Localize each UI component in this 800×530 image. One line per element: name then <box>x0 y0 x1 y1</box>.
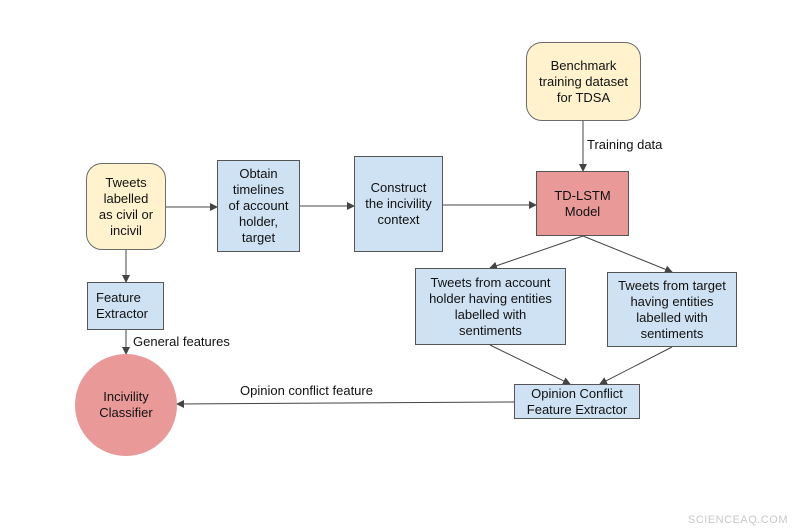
arrow-tdlstm-to-target <box>582 235 673 274</box>
training-data-label: Training data <box>587 137 663 152</box>
benchmark-dataset-node: Benchmark training dataset for TDSA <box>526 42 641 121</box>
obtain-timelines-node: Obtain timelines of account holder, targ… <box>217 160 300 252</box>
incivility-classifier-node: Incivility Classifier <box>75 354 177 456</box>
watermark: SCIENCEAQ.COM <box>687 514 788 526</box>
arrow-tdlstm-to-account <box>489 235 584 270</box>
target-tweets-node: Tweets from target having entities label… <box>607 272 737 347</box>
tweets-labelled-node: Tweets labelled as civil or incivil <box>86 163 166 250</box>
td-lstm-model-node: TD-LSTM Model <box>536 171 629 236</box>
account-holder-tweets-node: Tweets from account holder having entiti… <box>415 268 566 345</box>
arrow-target-to-opinion <box>599 346 673 385</box>
opinion-conflict-feature-label: Opinion conflict feature <box>240 383 373 398</box>
arrow-opinion-to-classifier <box>176 399 515 408</box>
construct-context-node: Construct the incivility context <box>354 156 443 252</box>
feature-extractor-node: Feature Extractor <box>87 282 164 330</box>
general-features-label: General features <box>133 334 230 349</box>
arrow-account-to-opinion <box>489 344 571 385</box>
opinion-conflict-extractor-node: Opinion Conflict Feature Extractor <box>514 384 640 419</box>
